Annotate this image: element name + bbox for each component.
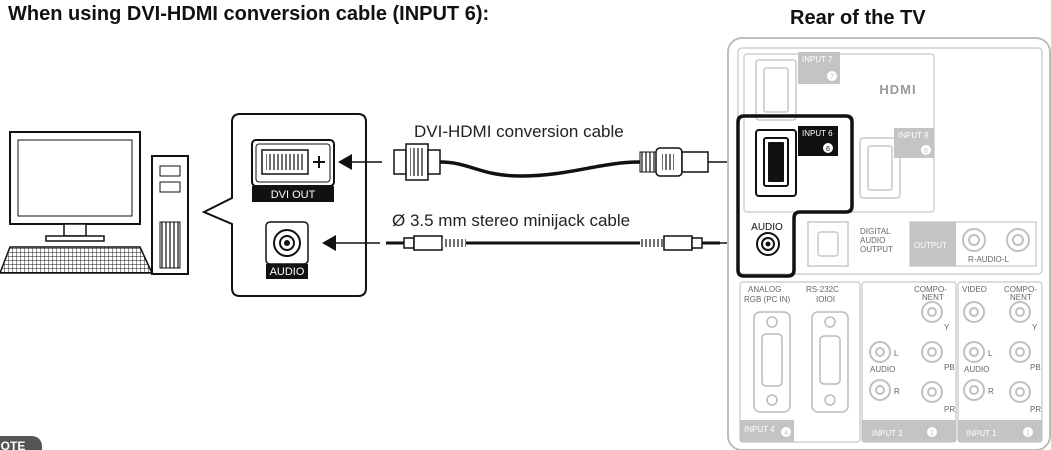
- input1-l-label: L: [988, 349, 993, 358]
- pc-tower: [151, 155, 189, 275]
- digital-audio-label-1: DIGITAL: [860, 227, 891, 236]
- digital-audio-output-port: [807, 221, 849, 267]
- rs232c-label: RS-232C: [806, 285, 839, 294]
- dvi-hdmi-cable: [338, 143, 748, 181]
- note-badge-label: NOTE: [0, 439, 25, 450]
- pc-illustration: [0, 131, 189, 275]
- analog-rgb-port: [753, 311, 791, 413]
- digital-audio-label-2: AUDIO: [860, 236, 885, 245]
- rear-of-tv-title: Rear of the TV: [790, 7, 926, 29]
- input6-highlight-frame: [736, 114, 854, 278]
- note-badge: NOTE: [0, 436, 42, 450]
- input-1-bay: [957, 281, 1043, 443]
- input1-video-label: VIDEO: [962, 285, 987, 294]
- input2-pr-label: PR: [944, 405, 955, 414]
- digital-audio-label-3: OUTPUT: [860, 245, 893, 254]
- pc-audio-label: AUDIO: [270, 266, 305, 278]
- hdmi-logo: HDMI: [879, 82, 916, 97]
- tv-rear-panel: HDMI INPUT 7 7 INPUT 8 8 INPUT 6 6: [727, 37, 1051, 450]
- input1-compo-label-1: COMPO-: [1004, 285, 1037, 294]
- dvi-out-port: [251, 139, 335, 187]
- input2-y-label: Y: [944, 323, 950, 332]
- hdmi-input-6: [755, 126, 838, 197]
- keyboard: [0, 246, 154, 274]
- minijack-cable: [322, 235, 748, 251]
- input6-badge: 6: [826, 146, 830, 153]
- input1-pr-label: PR: [1030, 405, 1041, 414]
- pc-audio-port: [265, 221, 309, 265]
- input2-compo-label-1: COMPO-: [914, 285, 947, 294]
- input6-label: INPUT 6: [802, 129, 833, 138]
- input2-audio-label: AUDIO: [870, 365, 895, 374]
- input1-pb-label: PB: [1030, 363, 1041, 372]
- input-4-bay: [739, 281, 861, 443]
- input8-label: INPUT 8: [898, 131, 929, 140]
- input4-badge: 4: [784, 430, 788, 437]
- analog-label-1: ANALOG: [748, 285, 781, 294]
- input7-badge: 7: [830, 74, 834, 81]
- input2-pb-label: PB: [944, 363, 955, 372]
- output-label: OUTPUT: [914, 241, 947, 250]
- rs232c-port: [811, 311, 849, 413]
- tv-audio-jack: [756, 232, 780, 256]
- input1-badge: 1: [1026, 430, 1030, 437]
- r-audio-l-label: R-AUDIO-L: [968, 255, 1009, 264]
- input-2-bay: [861, 281, 957, 443]
- rs232c-sub-label: IOIOI: [816, 295, 835, 304]
- analog-label-2: RGB (PC IN): [744, 295, 791, 304]
- minijack-cable-label: Ø 3.5 mm stereo minijack cable: [392, 211, 630, 230]
- tv-audio-label: AUDIO: [751, 222, 783, 233]
- dvi-out-label: DVI OUT: [271, 189, 316, 201]
- input1-y-label: Y: [1032, 323, 1038, 332]
- input8-badge: 8: [924, 148, 928, 155]
- monitor: [9, 131, 141, 242]
- input7-label: INPUT 7: [802, 55, 833, 64]
- input2-badge: 2: [930, 430, 934, 437]
- section-heading: When using DVI-HDMI conversion cable (IN…: [8, 3, 490, 25]
- input4-label: INPUT 4: [744, 425, 775, 434]
- input1-r-label: R: [988, 387, 994, 396]
- input2-r-label: R: [894, 387, 900, 396]
- hdmi-input-7: [755, 52, 840, 121]
- input2-l-label: L: [894, 349, 899, 358]
- dvi-hdmi-cable-label: DVI-HDMI conversion cable: [414, 122, 624, 141]
- input2-label: INPUT 2: [872, 429, 903, 438]
- input1-audio-label: AUDIO: [964, 365, 989, 374]
- input2-compo-label-2: NENT: [922, 293, 944, 302]
- pc-ports-callout: DVI OUT AUDIO: [201, 113, 367, 297]
- input1-compo-label-2: NENT: [1010, 293, 1032, 302]
- input1-label: INPUT 1: [966, 429, 997, 438]
